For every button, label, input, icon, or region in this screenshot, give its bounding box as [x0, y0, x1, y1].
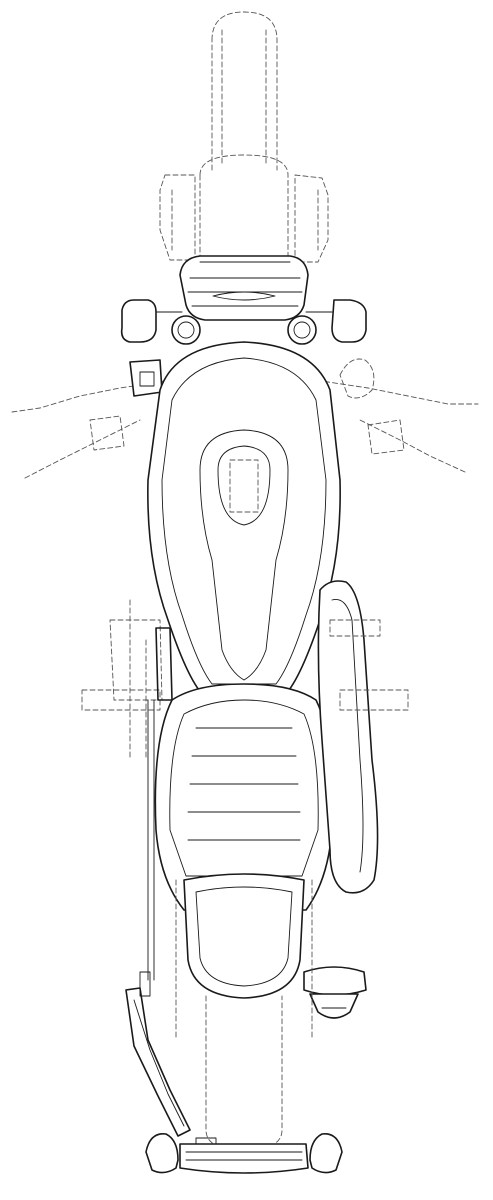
- left-hand-control: [129, 359, 163, 397]
- rear-fender: [183, 873, 305, 999]
- front-wheel-phantom: [199, 11, 289, 261]
- rear-tail-assembly: [145, 1133, 343, 1174]
- left-mirror: [120, 299, 183, 343]
- left-turn-signal: [171, 315, 201, 345]
- right-turn-signal: [287, 315, 317, 345]
- left-frame: [147, 627, 173, 981]
- muffler-tip: [303, 966, 367, 1019]
- right-mirror: [305, 299, 367, 343]
- exhaust-pipes: [125, 971, 191, 1137]
- headlight-assembly: [179, 255, 309, 321]
- front-fork-phantom: [159, 174, 329, 263]
- left-engine-phantom: [81, 599, 163, 761]
- fuel-tank: [147, 341, 341, 697]
- rear-wheel-phantom: [175, 879, 313, 1151]
- right-side-cover: [317, 580, 379, 894]
- right-engine-phantom: [329, 619, 409, 711]
